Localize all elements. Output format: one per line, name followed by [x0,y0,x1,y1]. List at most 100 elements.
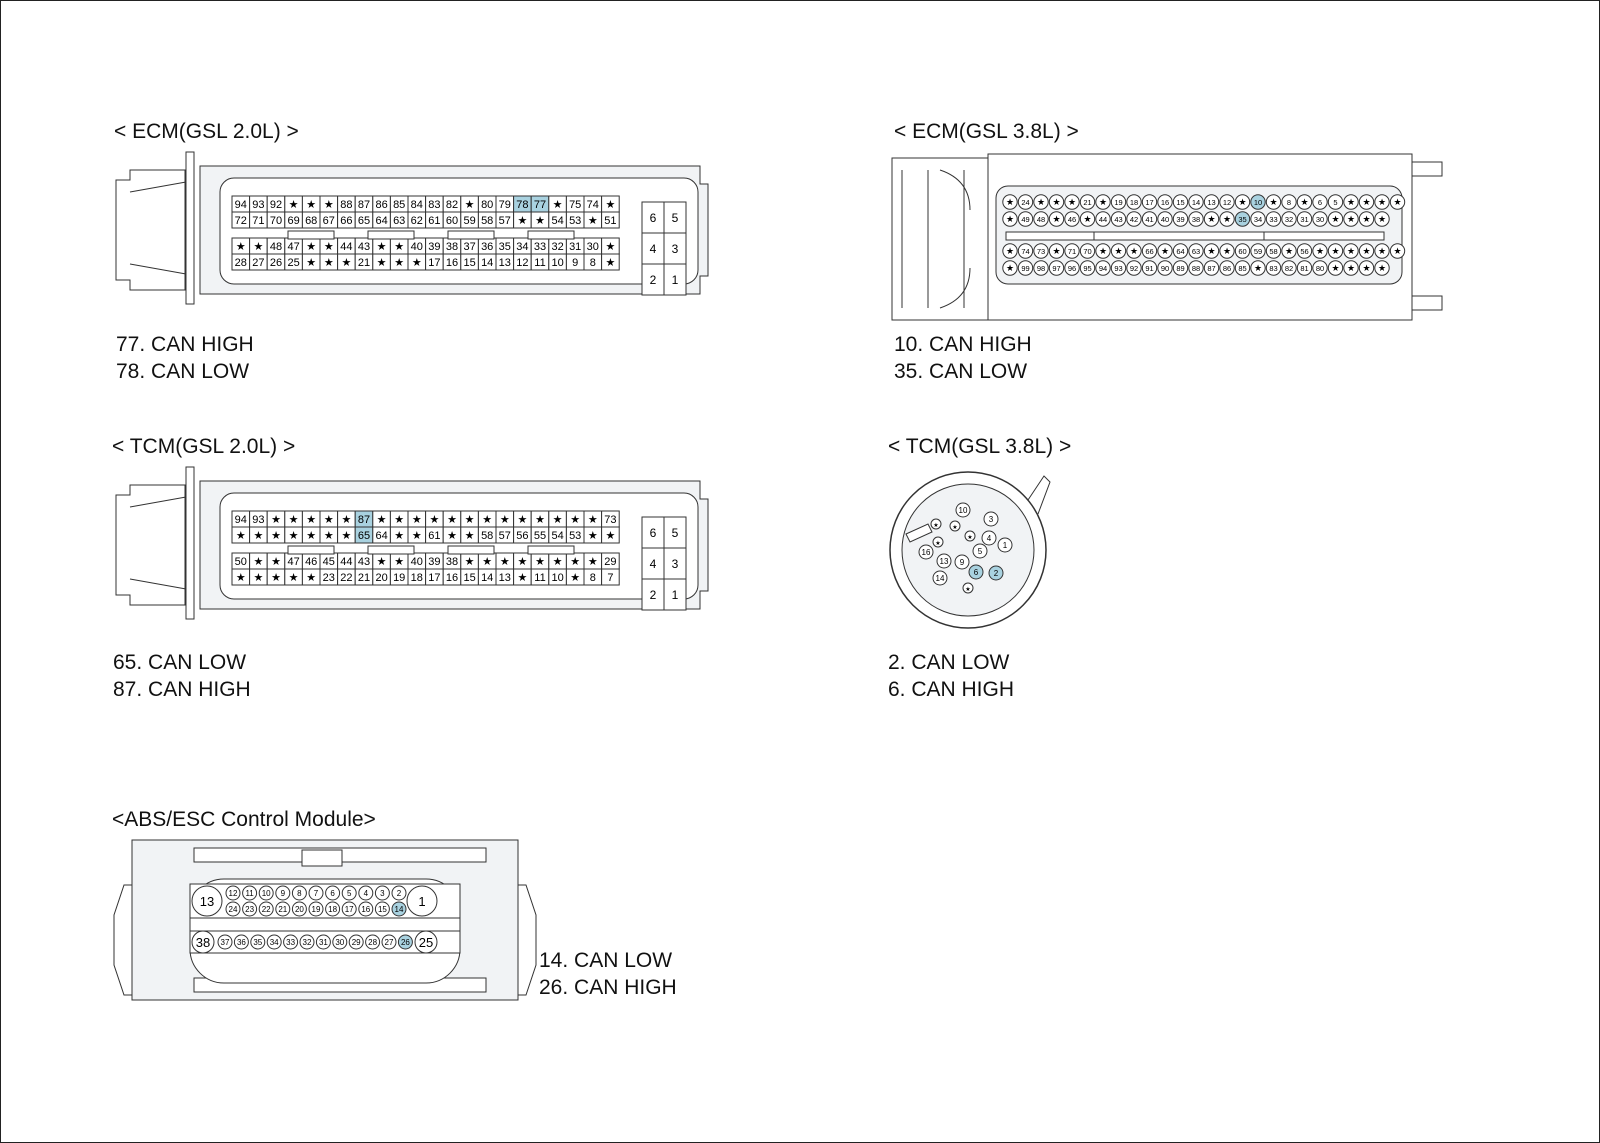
pin-19-pin [308,901,324,917]
pin-14-pin [1188,194,1204,210]
pin-5-pin [341,885,357,901]
pin-73-pin [1033,243,1049,259]
pin-38: 38 [446,556,458,568]
pin-blank: ★ [605,199,615,211]
tcm-2.0l-notes: 65. CAN LOW 87. CAN HIGH [113,649,251,703]
pin-35: 35 [499,241,511,253]
pin-blank-pin [1064,194,1080,210]
pin-82-pin [1281,260,1297,276]
pin-20: 20 [295,905,304,914]
pin-blank: ★ [535,215,545,227]
pin-blank: ★ [517,514,527,526]
pin-blank: ★ [517,572,527,584]
divider-key [447,545,495,555]
pin-5: 5 [978,547,983,556]
pin-58: 58 [1269,247,1277,256]
pin-6: 6 [650,211,657,225]
pin-90: 90 [1161,264,1169,273]
pin-blank: ★ [324,199,334,211]
pin-32: 32 [303,938,312,947]
pin-31: 31 [1300,215,1308,224]
pin-22: 22 [340,572,352,584]
pin-blank-pin [1002,194,1018,210]
pin-blank: ★ [1223,246,1231,256]
pin-blank: ★ [1285,246,1293,256]
pin-17: 17 [428,257,440,269]
pin-22: 22 [262,905,271,914]
pin-47: 47 [287,241,299,253]
pin-blank: ★ [570,556,580,568]
pin-36-pin [233,934,249,950]
pin-17-pin [341,901,357,917]
pin-blank-pin [1389,243,1406,259]
pin-blank: ★ [553,199,563,211]
pin-blank-pin [1219,211,1235,227]
pin-6-pin [1312,194,1328,210]
pin-blank: ★ [965,586,970,593]
pin-85: 85 [1238,264,1246,273]
pin-35-pin [1234,211,1251,227]
pin-6: 6 [974,568,979,577]
pin-10: 10 [551,572,563,584]
pin-38-pin [191,930,215,954]
pin-36: 36 [481,241,493,253]
pin-blank: ★ [1269,197,1277,207]
pin-19: 19 [1114,198,1122,207]
pin-48: 48 [270,241,282,253]
pin-1-cell [663,263,687,296]
pin-blank: ★ [253,572,263,584]
pin-43: 43 [358,241,370,253]
pin-blank: ★ [605,530,615,542]
pin-36: 36 [237,938,246,947]
pin-1-pin [997,537,1013,553]
pin-91: 91 [1145,264,1153,273]
pin-50: 50 [235,556,247,568]
divider-key [527,545,575,555]
pin-15: 15 [463,257,475,269]
pin-41: 41 [1145,215,1153,224]
pin-blank-cell [601,526,620,544]
pin-1: 1 [672,273,679,287]
pin-12-pin [1219,194,1235,210]
pin-43-pin [1110,211,1127,227]
pin-1-pin [406,885,438,917]
pin-14-pin [391,901,407,917]
pin-10: 10 [1254,198,1262,207]
pin-93: 93 [252,514,264,526]
pin-4: 4 [650,242,657,256]
pin-blank: ★ [1052,197,1060,207]
pin-blank-pin [1048,243,1065,259]
pin-38: 38 [1192,215,1200,224]
pin-blank: ★ [253,556,263,568]
pin-28-pin [365,934,381,950]
pin-46: 46 [1068,215,1076,224]
pin-blank: ★ [324,257,334,269]
pin-91-pin [1141,260,1158,276]
pin-65: 65 [358,215,370,227]
pin-blank: ★ [570,514,580,526]
pin-13-pin [191,885,223,917]
pin-4-pin [358,885,374,901]
pin-blank: ★ [588,514,598,526]
pin-59: 59 [1254,247,1262,256]
pin-22-pin [258,901,274,917]
pin-32-pin [299,934,315,950]
pin-2: 2 [650,588,657,602]
pin-85-pin [1234,260,1251,276]
pin-8: 8 [590,257,596,269]
pin-1: 1 [418,894,425,909]
housing-lines [129,496,187,590]
pin-19: 19 [393,572,405,584]
pin-3: 3 [672,557,679,571]
pin-8: 8 [297,889,302,898]
pin-21: 21 [358,572,370,584]
pin-blank-pin [1079,211,1096,227]
tcm-2.0l-note: 87. CAN HIGH [113,678,251,701]
pin-blank: ★ [394,530,404,542]
key-slot [905,523,933,543]
pin-25-pin [414,930,438,954]
pin-20-pin [291,901,307,917]
pin-18: 18 [328,905,337,914]
pin-19: 19 [312,905,321,914]
